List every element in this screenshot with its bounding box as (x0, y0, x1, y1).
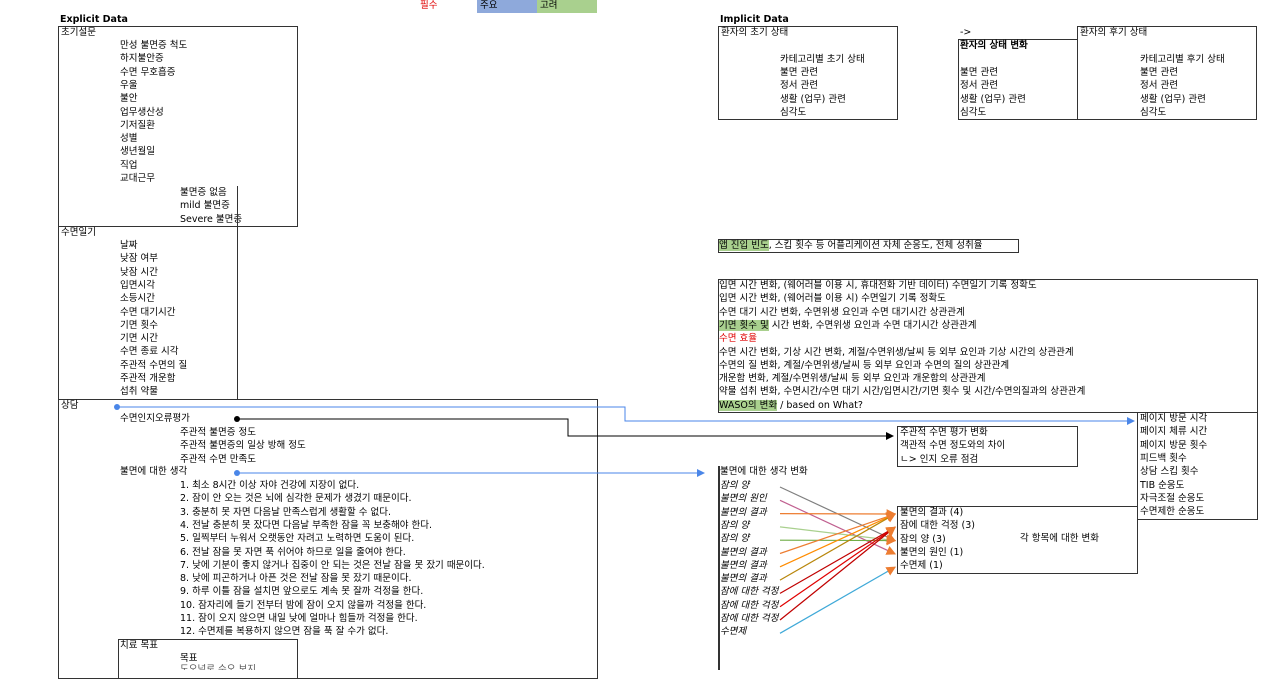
thought-mapping-line (780, 567, 895, 633)
thought-mapping-line (780, 527, 895, 620)
thought-mapping-line (780, 500, 895, 554)
cognition-to-change-arrow (237, 419, 893, 436)
thought-mapping-line (780, 527, 895, 593)
thought-mapping-line (780, 527, 895, 606)
